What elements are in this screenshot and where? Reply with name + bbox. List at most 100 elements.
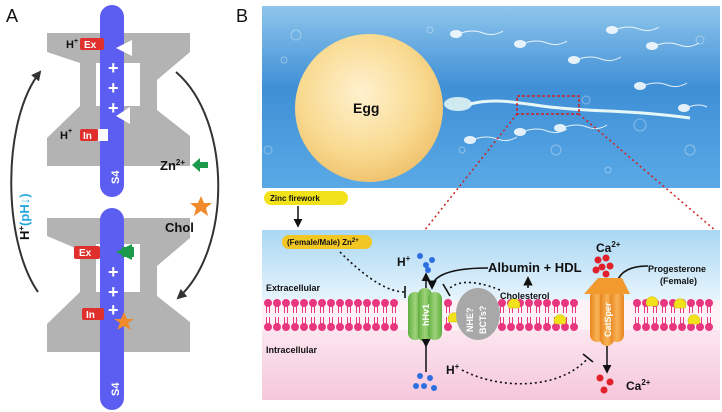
- in-label-top: In: [83, 131, 92, 142]
- cholesterol-molecule: [687, 314, 701, 325]
- lipid-head: [687, 299, 695, 307]
- lipid-head: [543, 323, 551, 331]
- lipid-head: [705, 323, 713, 331]
- lipid-head: [516, 323, 524, 331]
- lipid-head: [498, 299, 506, 307]
- cholesterol-molecule: [645, 296, 659, 307]
- lipid-head: [705, 299, 713, 307]
- zn-inhibit-line: [339, 251, 406, 293]
- svg-text:H+(pH↓): H+(pH↓): [17, 193, 32, 240]
- panel-b-letter: B: [236, 6, 248, 26]
- lipid-head: [570, 323, 578, 331]
- hpb-h: H: [446, 363, 455, 377]
- lipid-head: [660, 299, 668, 307]
- lipid-head: [696, 323, 704, 331]
- lipid-head: [696, 299, 704, 307]
- albumin-hdl-label: Albumin + HDL: [488, 260, 582, 275]
- lipid-head: [345, 299, 353, 307]
- fm-zn-sup: 2+: [352, 238, 359, 244]
- albumin-to-hhv1-arrow: [427, 267, 489, 290]
- lipid-head: [327, 323, 335, 331]
- lipid-head: [300, 323, 308, 331]
- zn-label: Zn2+: [160, 158, 185, 173]
- ex-label-top: Ex: [84, 40, 97, 51]
- chol-star-icon: [190, 196, 212, 216]
- nhe-label: NHE?: [465, 308, 475, 333]
- plus-2-bottom: +: [108, 282, 119, 302]
- lipid-head: [552, 299, 560, 307]
- lipid-head: [273, 323, 281, 331]
- hin-sup-text: +: [68, 128, 72, 135]
- zoom-line-right: [578, 113, 717, 232]
- ex-label-bottom: Ex: [79, 248, 92, 259]
- lipid-head: [534, 299, 542, 307]
- in-label-bottom: In: [86, 310, 95, 321]
- plus-3-top: +: [108, 98, 119, 118]
- lipid-head: [561, 323, 569, 331]
- lipid-head: [552, 323, 560, 331]
- lipid-head: [372, 299, 380, 307]
- hpt-sup: +: [406, 254, 411, 263]
- lipid-head: [309, 299, 317, 307]
- zoom-box: [516, 95, 580, 115]
- s4-label-bottom: S4: [110, 382, 122, 396]
- lipid-head: [444, 299, 452, 307]
- cab-base: Ca: [626, 379, 642, 393]
- lipid-head: [336, 323, 344, 331]
- ex-gate-bottom: [74, 246, 100, 259]
- cholesterol-inhibit-line: [447, 281, 501, 291]
- progesterone-label: Progesterone: [648, 264, 706, 274]
- intracellular-label: Intracellular: [266, 345, 318, 355]
- ph-arrow: ↓: [17, 198, 32, 205]
- hhv1-label: hHv1: [421, 304, 431, 326]
- catsper-label: CatSper: [603, 302, 613, 337]
- plus-2-top: +: [108, 78, 119, 98]
- lipid-head: [507, 323, 515, 331]
- h-ions-top: [417, 253, 435, 273]
- lipid-head: [372, 323, 380, 331]
- cholesterol-inhibit-bar: [442, 283, 451, 297]
- cholesterol-label: Cholesterol: [500, 291, 550, 301]
- egg: [295, 34, 443, 182]
- zinc-firework-label: Zinc firework: [270, 194, 320, 203]
- lipid-head: [678, 323, 686, 331]
- nhe-bcts-transporter: [456, 288, 500, 340]
- lipid-head: [687, 323, 695, 331]
- ca-bottom-label: Ca2+: [626, 378, 651, 393]
- h-sup: +: [17, 226, 26, 231]
- cat-base: Ca: [596, 241, 612, 255]
- lipid-head: [318, 323, 326, 331]
- ph-close: ): [17, 193, 32, 197]
- zinc-firework-badge: [264, 191, 348, 205]
- lipid-head: [390, 323, 398, 331]
- chol-star-bound: [114, 312, 134, 330]
- catsper-channel: CatSper: [584, 278, 630, 346]
- cat-sup: 2+: [611, 240, 620, 249]
- lipid-head: [570, 299, 578, 307]
- cholesterol-molecule: [507, 298, 521, 309]
- ph-text: (pH: [17, 204, 32, 226]
- lipid-head: [363, 299, 371, 307]
- main-sperm-tail: [469, 99, 691, 120]
- s4-helix-bottom: [100, 208, 124, 410]
- channel-bottom: Ex In + + + S4: [47, 208, 190, 410]
- cholesterol-molecule: [673, 298, 687, 309]
- lipid-head: [282, 323, 290, 331]
- zn-base: Zn: [160, 158, 176, 173]
- hex-sup-text: +: [74, 38, 78, 45]
- lipid-head: [336, 299, 344, 307]
- lipid-head: [264, 323, 272, 331]
- hin-h-text: H: [60, 130, 68, 142]
- lipid-head: [669, 323, 677, 331]
- h-text: H: [17, 231, 32, 240]
- zn-sup: 2+: [176, 158, 185, 167]
- lipid-head: [534, 323, 542, 331]
- lipid-head: [291, 299, 299, 307]
- zn-badge: [282, 235, 372, 249]
- lipid-head: [363, 323, 371, 331]
- lipid-head: [525, 323, 533, 331]
- channel-top: H + Ex H + In + + + S4: [47, 5, 190, 197]
- hpt-h: H: [397, 255, 406, 269]
- lipid-head: [309, 323, 317, 331]
- lipid-head: [633, 299, 641, 307]
